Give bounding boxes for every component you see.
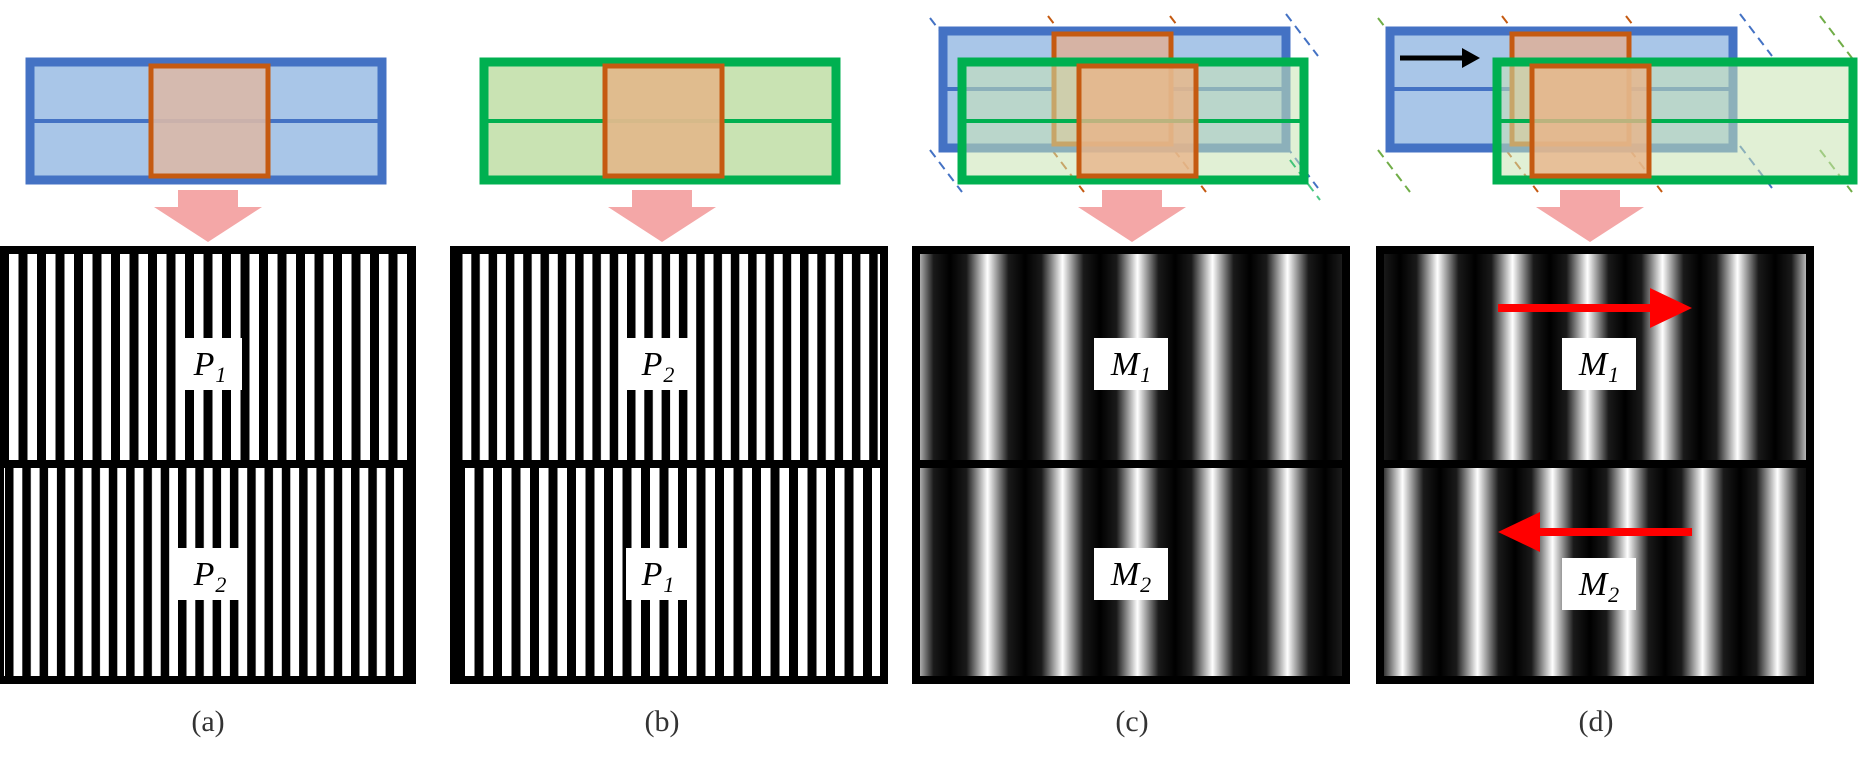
label-a-bottom: P2 xyxy=(178,548,242,600)
red-left-arrow-icon xyxy=(1498,512,1692,552)
panel-a-gratings xyxy=(0,246,416,684)
label-d-top: M1 xyxy=(1562,338,1636,390)
orange-window-front xyxy=(1076,63,1199,179)
panel-c-moire xyxy=(912,246,1350,684)
label-d-bottom: M2 xyxy=(1562,558,1636,610)
panel-d-moire xyxy=(1376,246,1814,684)
panel-b-gratings xyxy=(450,246,888,684)
panel-b-schematic xyxy=(479,57,841,185)
label-b-top: P2 xyxy=(626,338,690,390)
label-c-bottom: M2 xyxy=(1094,548,1168,600)
label-a-top: P1 xyxy=(178,338,242,390)
pink-down-arrow-c xyxy=(1078,190,1186,242)
panel-a-schematic xyxy=(25,57,387,185)
caption-d: (d) xyxy=(1578,705,1614,738)
pink-down-arrow-a xyxy=(154,190,262,242)
pink-down-arrow-b xyxy=(608,190,716,242)
label-c-top: M1 xyxy=(1094,338,1168,390)
orange-window xyxy=(602,63,725,179)
orange-window xyxy=(148,63,271,179)
caption-b: (b) xyxy=(644,705,680,738)
red-right-arrow-icon xyxy=(1498,288,1692,328)
pink-down-arrow-d xyxy=(1536,190,1644,242)
caption-a: (a) xyxy=(191,705,225,738)
panel-d-schematic xyxy=(1377,13,1858,193)
label-b-bottom: P1 xyxy=(626,548,690,600)
panel-c-schematic xyxy=(929,13,1321,201)
orange-window-front xyxy=(1529,63,1652,179)
shift-arrow-icon xyxy=(1400,48,1480,68)
caption-c: (c) xyxy=(1115,705,1149,738)
